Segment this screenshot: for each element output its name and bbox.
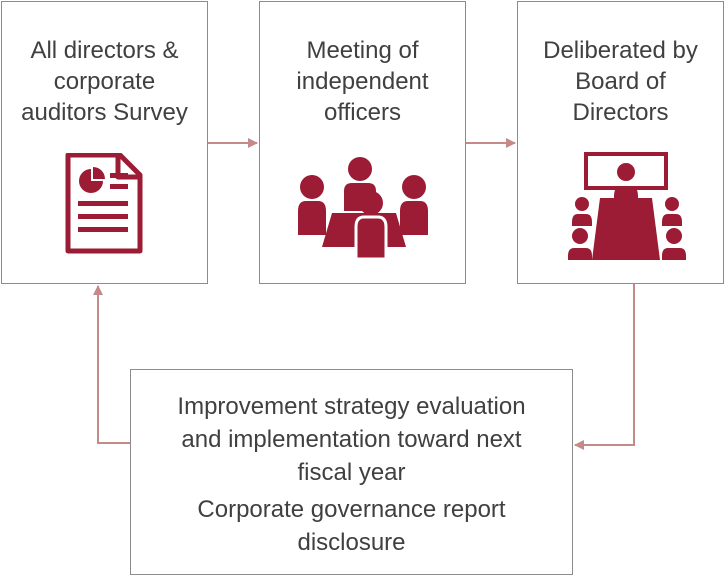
meeting-box: Meeting of independent officers — [259, 1, 466, 284]
arrow-improvement-to-survey — [93, 285, 130, 444]
improvement-box: Improvement strategy evaluation and impl… — [130, 369, 573, 575]
survey-box: All directors & corporate auditors Surve… — [1, 1, 208, 284]
arrow-board-to-improvement — [574, 284, 635, 450]
boardroom-icon — [568, 152, 686, 260]
group-meeting-icon — [298, 157, 428, 259]
disclosure-text: Corporate governance report disclosure — [197, 496, 506, 556]
board-title: Deliberated by Board of Directors — [543, 37, 698, 126]
meeting-title: Meeting of independent officers — [296, 37, 429, 126]
board-box: Deliberated by Board of Directors — [517, 1, 724, 284]
survey-title: All directors & corporate auditors Surve… — [21, 37, 188, 126]
improvement-text: Improvement strategy evaluation and impl… — [177, 393, 526, 486]
document-pie-chart-icon — [65, 153, 143, 254]
